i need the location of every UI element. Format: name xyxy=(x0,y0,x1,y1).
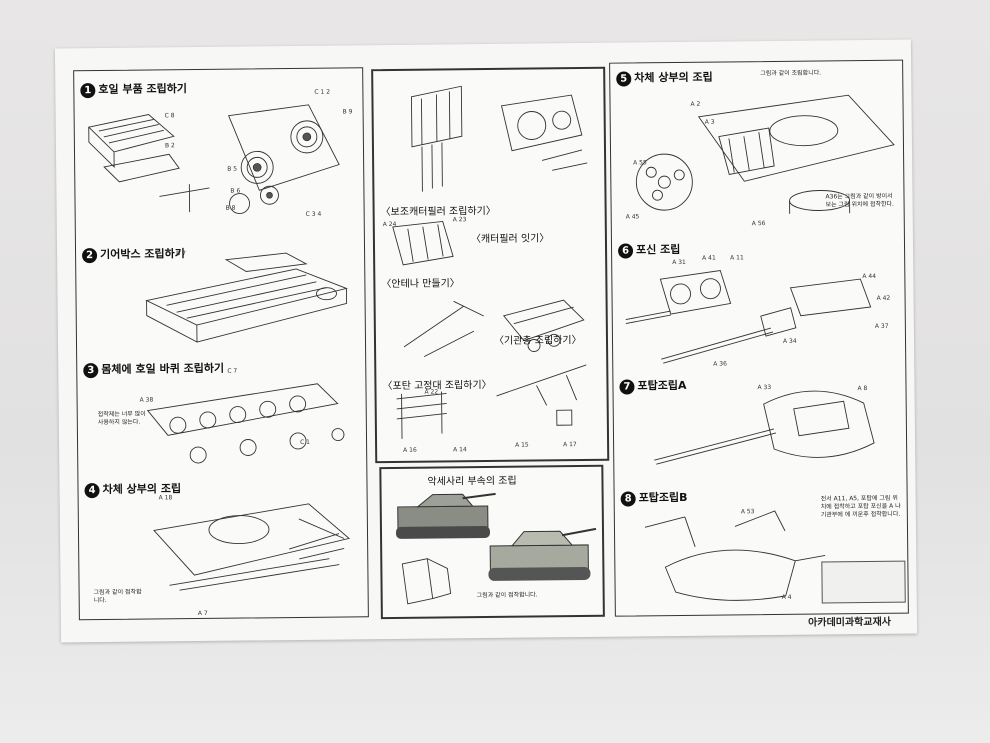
step-1-drawing xyxy=(87,104,340,215)
label-a18: A 18 xyxy=(158,494,173,502)
subassembly-drawing-top xyxy=(410,85,588,192)
label-a45: A 45 xyxy=(625,213,640,221)
label-b2: B 2 xyxy=(164,142,175,150)
note-step5: 그림과 같이 조립합니다. xyxy=(760,69,822,78)
label-a7: A 7 xyxy=(197,609,208,618)
label-a41: A 41 xyxy=(702,254,716,262)
label-a4: A 4 xyxy=(781,593,792,601)
brand-name: 아카데미과학교재사 xyxy=(808,616,892,629)
accessory-box: 악세사리 부속의 조립 그림과 같이 접착합니다. xyxy=(379,464,605,620)
step-2-drawing xyxy=(145,252,348,343)
antenna-drawing xyxy=(403,299,585,358)
label-a56: A 56 xyxy=(751,220,766,228)
jerrycan-drawing xyxy=(401,558,452,605)
sub-track-join: 〈캐터필러 잇기〉 xyxy=(470,233,550,246)
label-a11: A 11 xyxy=(730,254,744,262)
label-a3: A 3 xyxy=(704,118,715,126)
step-8-drawing xyxy=(644,510,826,601)
note-glue: 접착제는 너무 많이 사용하지 않는다. xyxy=(97,410,146,427)
label-c34: C 3 4 xyxy=(305,210,322,218)
step-7-drawing xyxy=(654,390,875,465)
label-a14: A 14 xyxy=(453,446,467,454)
tank-photo-2 xyxy=(488,527,597,581)
label-c1: C 1 xyxy=(300,438,311,446)
label-b9: B 9 xyxy=(342,108,353,116)
label-c8: C 8 xyxy=(164,112,175,120)
label-c7: C 7 xyxy=(227,367,238,375)
step-4-drawing xyxy=(153,503,351,591)
subassembly-panel: 〈보조캐터필러 조립하기〉 A 24 A 23 〈캐터필러 잇기〉 〈안테나 만… xyxy=(371,66,610,464)
label-a34: A 34 xyxy=(782,337,797,345)
label-a36: A 36 xyxy=(713,360,727,368)
accessory-title: 악세사리 부속의 조립 xyxy=(427,475,517,488)
aux-track-drawing xyxy=(392,220,454,266)
note-turret: 전서 A11, A5, 포탑에 그림 위치에 접착하고 포탑 포신을 A 나 기… xyxy=(820,494,901,519)
tank-photo-1 xyxy=(395,492,496,539)
note-accessory: 그림과 같이 접착합니다. xyxy=(476,591,538,600)
label-a55: A 55 xyxy=(633,159,647,167)
mg-drawing xyxy=(496,364,587,426)
label-a16: A 16 xyxy=(403,446,417,454)
label-a44: A 44 xyxy=(862,272,877,281)
label-a37: A 37 xyxy=(874,322,889,330)
label-a31: A 31 xyxy=(672,258,686,267)
label-a42: A 42 xyxy=(876,294,891,302)
note-step4: 그림과 같이 접착합니다. xyxy=(93,588,142,605)
label-a38: A 38 xyxy=(139,396,154,404)
label-b5: B 5 xyxy=(227,165,238,173)
label-a22: A 22 xyxy=(424,388,439,396)
label-a33: A 33 xyxy=(757,384,772,392)
step-6-drawing xyxy=(625,270,872,364)
label-a23: A 23 xyxy=(452,216,467,224)
ammo-rack-drawing xyxy=(396,391,447,439)
step-5-drawing xyxy=(635,94,895,214)
label-a17: A 17 xyxy=(563,441,577,449)
label-a53: A 53 xyxy=(740,508,755,516)
label-a24: A 24 xyxy=(382,220,397,229)
label-b8: B 8 xyxy=(225,204,236,212)
label-b6: B 6 xyxy=(230,187,241,195)
label-a2: A 2 xyxy=(690,100,701,108)
label-c12: C 1 2 xyxy=(314,88,331,96)
label-a8: A 8 xyxy=(857,385,868,393)
step-3-drawing xyxy=(146,383,345,464)
note-a36: A36는 그림과 같이 방이서 보는 그림 위치에 접착한다. xyxy=(825,192,894,209)
info-box xyxy=(821,560,906,604)
label-a15: A 15 xyxy=(515,441,529,449)
